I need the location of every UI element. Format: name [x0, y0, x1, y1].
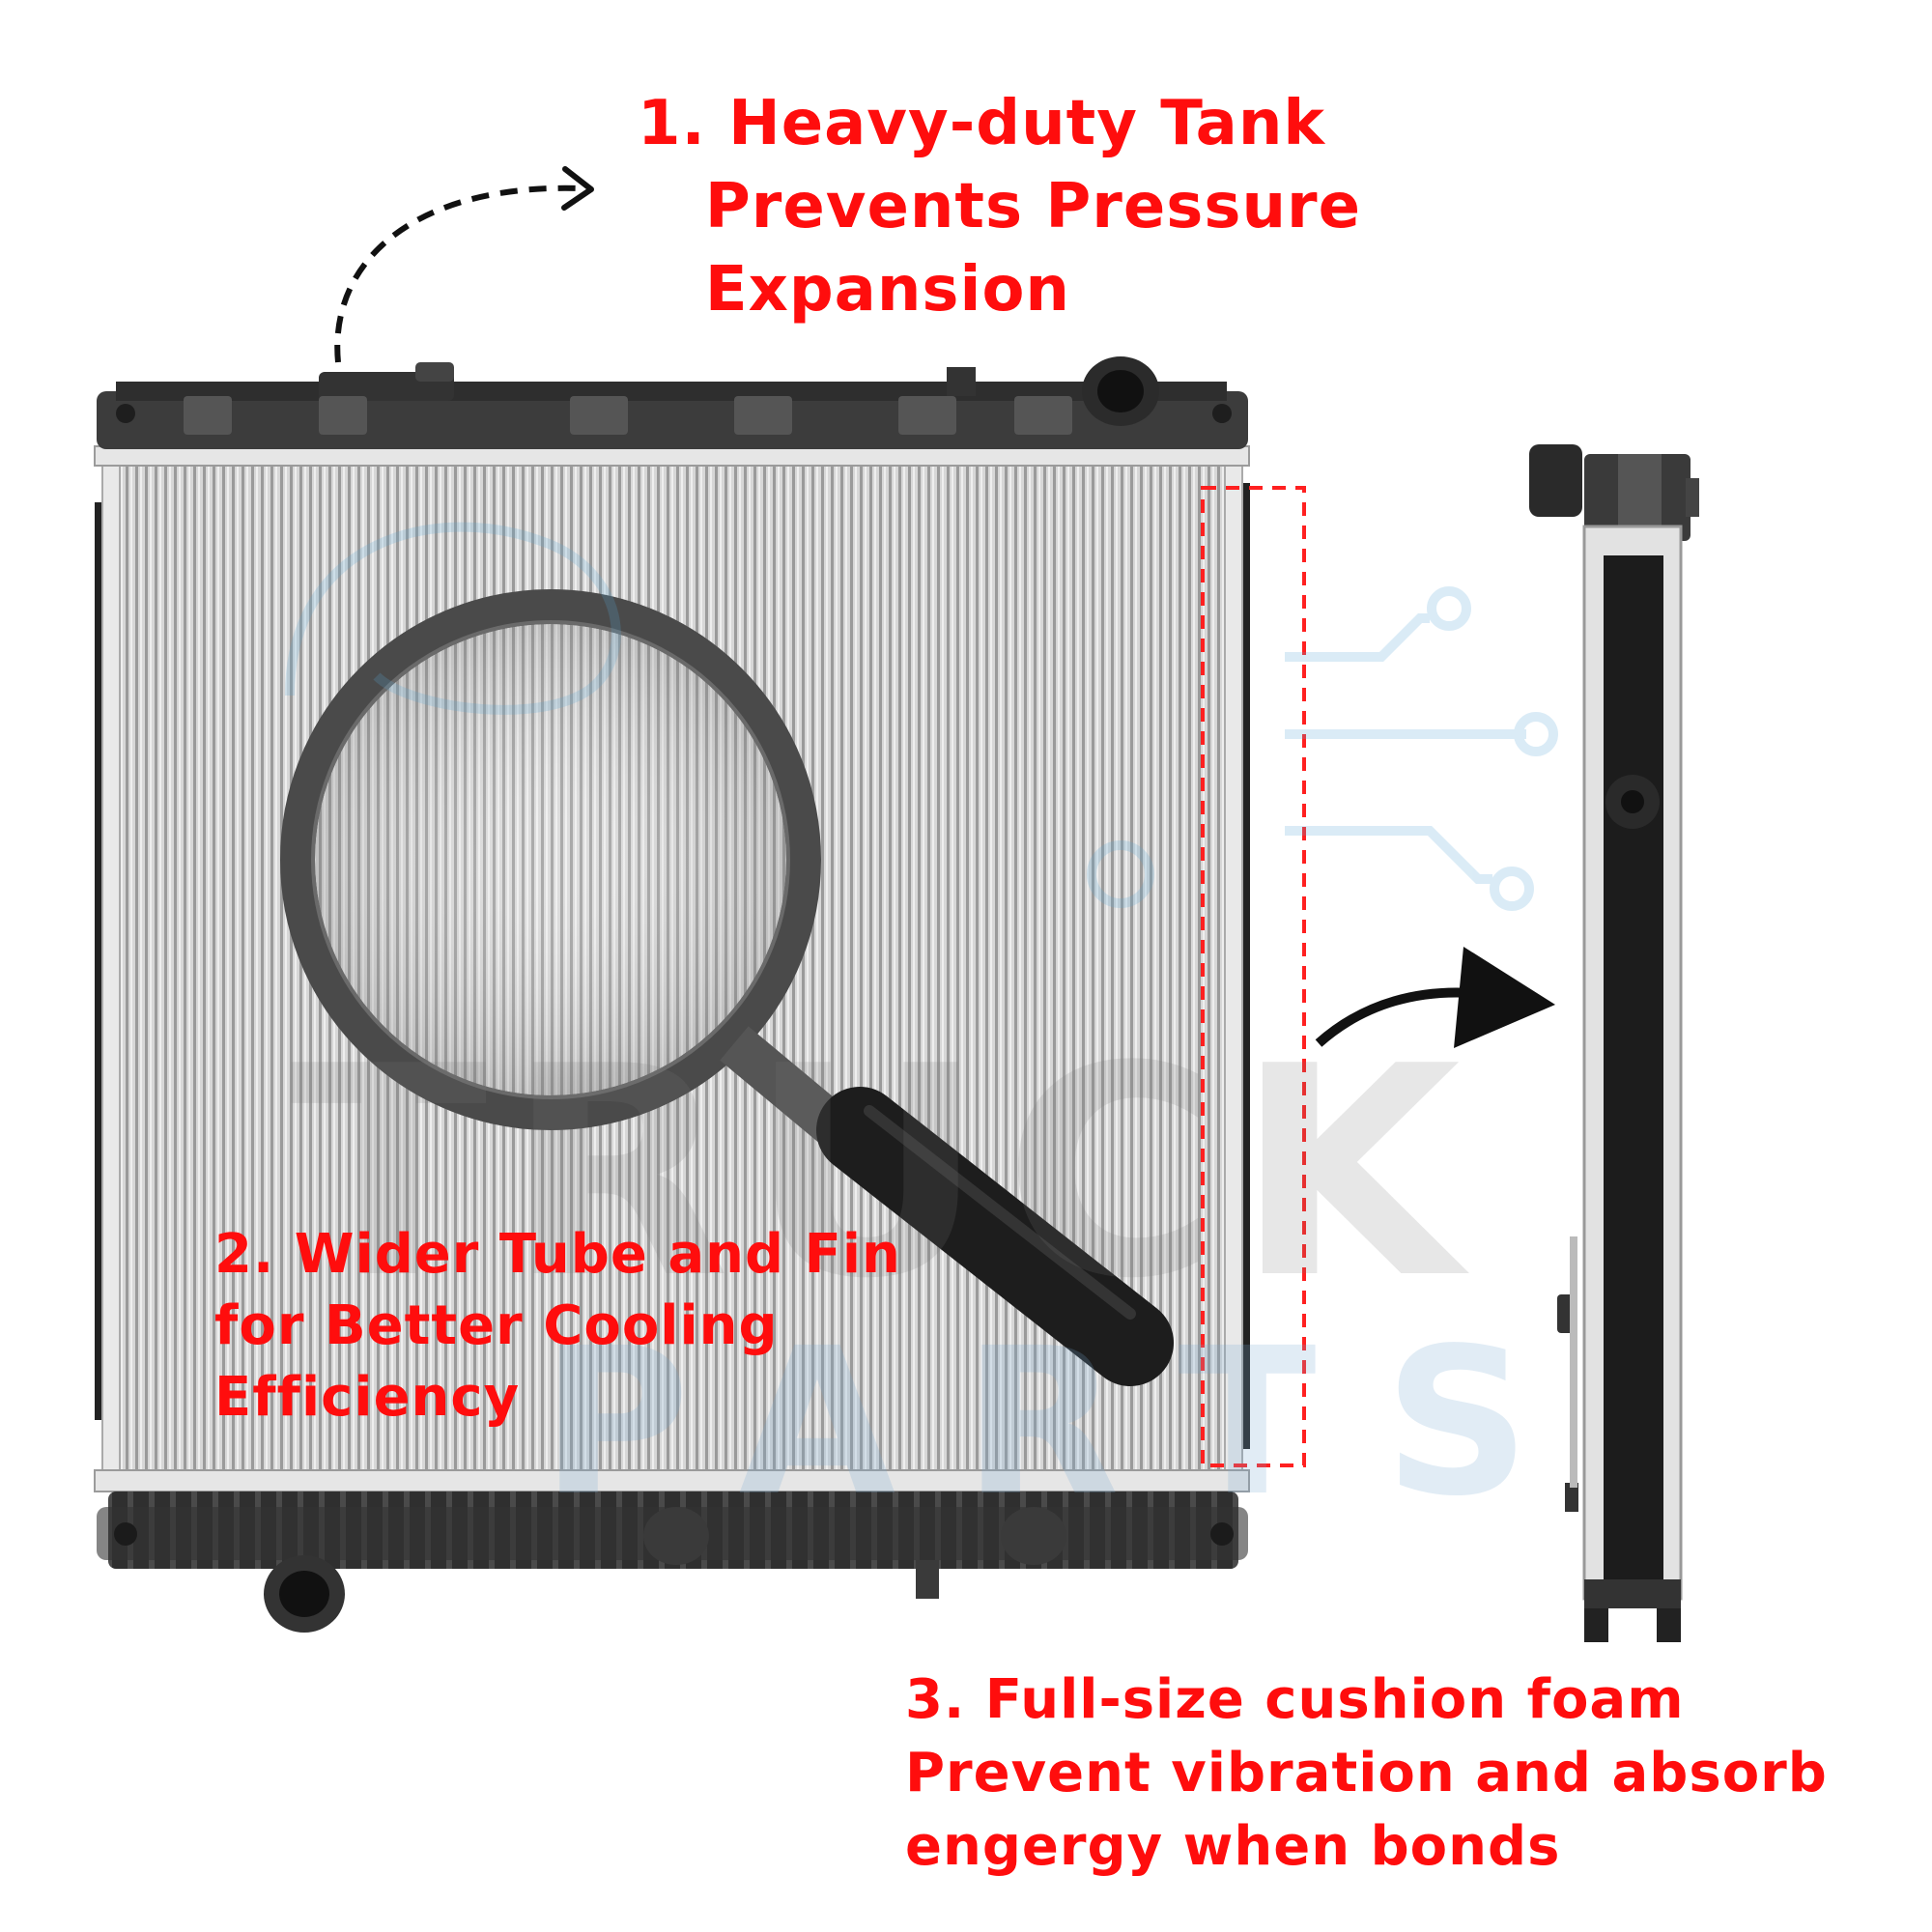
- logo-watermark: [285, 522, 1558, 911]
- callout-cushion-foam: 3. Full-size cushion foam Prevent vibrat…: [905, 1668, 1828, 1878]
- callout-heavy-duty-tank: 1. Heavy-duty Tank Prevents Pressure Exp…: [638, 88, 1361, 326]
- foam-highlight-box: [1201, 486, 1306, 1467]
- drain-plug: [916, 1560, 939, 1599]
- curved-arrow-icon: [1315, 947, 1555, 1048]
- top-tank: [97, 356, 1248, 449]
- dashed-arrow-icon: [334, 166, 594, 363]
- radiator-side-view: [1529, 444, 1699, 1642]
- bottom-tank: [97, 1492, 1248, 1633]
- callout-wider-tube-fin: 2. Wider Tube and Fin for Better Cooling…: [214, 1223, 901, 1429]
- magnifier-icon: [280, 589, 1174, 1386]
